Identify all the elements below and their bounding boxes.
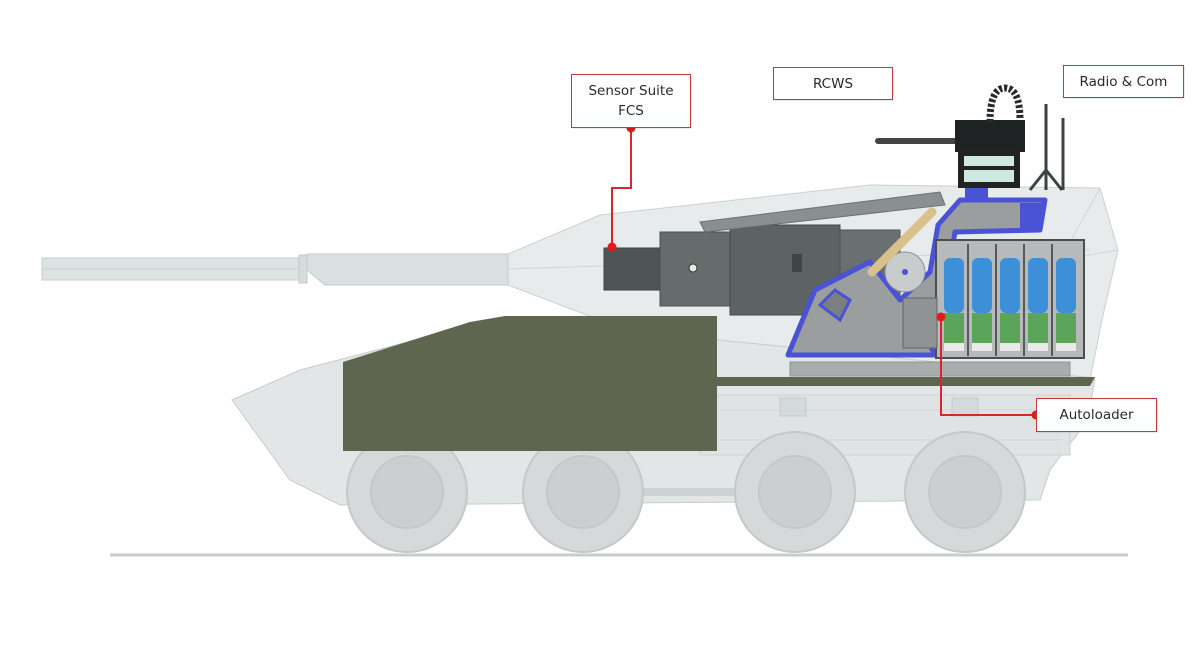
leader-lines — [611, 128, 1036, 416]
callout-autoloader-label: Autoloader — [1059, 407, 1134, 423]
wheel-3 — [734, 431, 856, 553]
autoloader-target-dot-icon — [936, 312, 946, 322]
rcws-weapon — [875, 84, 1025, 198]
ammo-round-2 — [972, 258, 992, 351]
callout-radio-label: Radio & Com — [1079, 73, 1168, 90]
autoloader-leader-line — [940, 317, 1036, 416]
callout-sensor-line2: FCS — [618, 103, 644, 119]
ammo-magazine — [902, 239, 1085, 359]
rammer-arm — [867, 207, 937, 277]
radio-antenna — [1028, 104, 1065, 191]
turret-deck — [715, 377, 1095, 386]
sensor-target-dot-icon — [607, 242, 617, 252]
main-gun-barrel — [41, 253, 509, 286]
wheel-4 — [904, 431, 1026, 553]
hull-block — [343, 316, 717, 451]
callout-autoloader: Autoloader — [1036, 398, 1157, 432]
sensor-leader-line — [611, 128, 632, 247]
callout-radio-com: Radio & Com — [1063, 65, 1184, 98]
callout-rcws-label: RCWS — [812, 75, 854, 92]
ammo-round-1 — [944, 258, 964, 351]
ammo-round-3 — [1000, 258, 1020, 351]
ammo-round-4 — [1028, 258, 1048, 351]
callout-sensor-line1: Sensor Suite — [588, 83, 674, 99]
ammo-round-5 — [1056, 258, 1076, 351]
callout-sensor-suite-fcs: Sensor Suite FCS — [571, 74, 691, 128]
callout-rcws: RCWS — [773, 67, 893, 100]
wheel-1 — [346, 431, 468, 553]
